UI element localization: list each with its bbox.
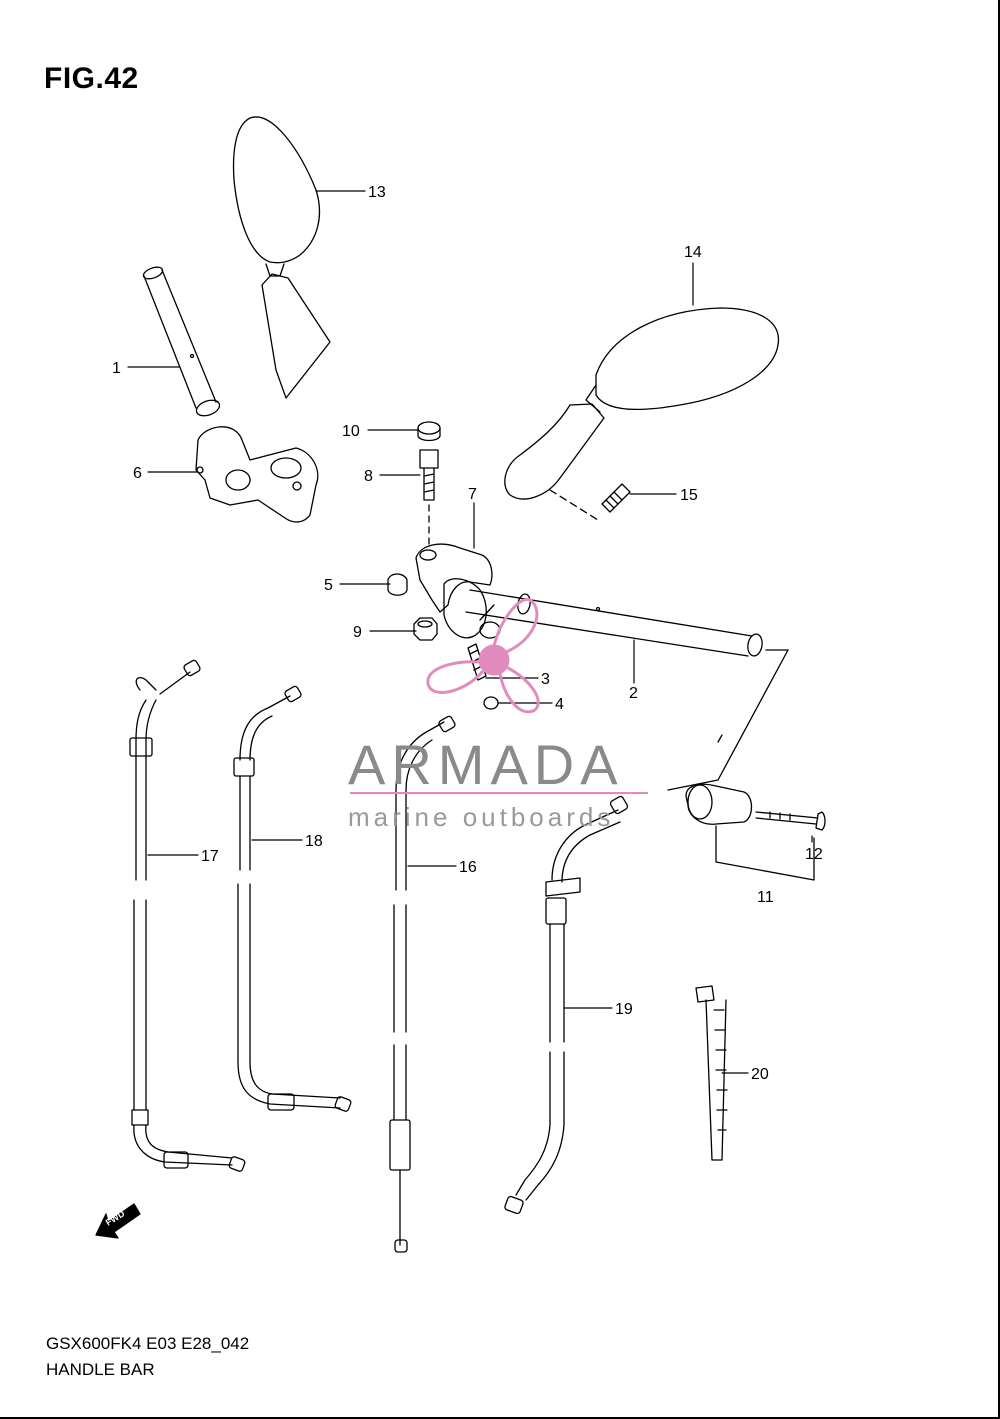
cap-part — [417, 421, 441, 442]
propeller-logo-icon — [426, 597, 540, 714]
cable-19-part — [504, 795, 629, 1215]
callout-19: 19 — [615, 1001, 633, 1018]
diagram-code: GSX600FK4 E03 E28_042 — [46, 1334, 250, 1353]
callout-8: 8 — [364, 468, 373, 485]
callout-4: 4 — [555, 696, 564, 713]
watermark-brand: ARMADA — [348, 733, 624, 796]
nut-cap-part — [387, 573, 408, 596]
bolt-part — [419, 449, 439, 546]
watermark-tagline: marine outboards — [348, 802, 614, 832]
callout-7: 7 — [468, 486, 477, 503]
watermark: ARMADA marine outboards — [348, 597, 648, 832]
clamp-band-part — [695, 985, 728, 1161]
forward-direction-arrow: FWD — [95, 1203, 141, 1239]
callout-13: 13 — [368, 184, 386, 201]
diagram-name: HANDLE BAR — [46, 1360, 155, 1379]
callout-2: 2 — [629, 685, 638, 702]
callout-11: 11 — [757, 889, 774, 906]
callout-9: 9 — [353, 624, 362, 641]
screw-part — [601, 483, 631, 513]
left-handlebar-pipe-part — [142, 266, 221, 417]
callout-3: 3 — [541, 671, 550, 688]
callout-5: 5 — [324, 577, 333, 594]
mirror-right-part — [504, 307, 780, 521]
mirror-left-part — [232, 116, 331, 399]
callout-16: 16 — [459, 859, 477, 876]
cable-16-part — [389, 715, 456, 1253]
callout-12: 12 — [805, 846, 823, 863]
bar-end-weight-part — [667, 649, 826, 881]
right-handlebar-pipe-part — [465, 589, 763, 657]
callout-6: 6 — [133, 465, 142, 482]
cable-17-part — [129, 659, 246, 1172]
callout-18: 18 — [305, 833, 323, 850]
washer-part — [483, 696, 499, 710]
callout-20: 20 — [751, 1066, 769, 1083]
callout-15: 15 — [680, 487, 698, 504]
leader-lines — [127, 190, 813, 1074]
callout-10: 10 — [342, 423, 360, 440]
callout-labels: 1 2 3 4 5 6 7 8 9 10 11 12 13 14 15 16 1… — [112, 184, 823, 1083]
right-clamp-part — [415, 543, 501, 639]
figure-title: FIG.42 — [44, 62, 139, 95]
callout-17: 17 — [201, 848, 219, 865]
left-clamp-part — [195, 426, 319, 523]
callout-1: 1 — [112, 360, 121, 377]
cable-18-part — [233, 685, 352, 1112]
nut-part — [413, 617, 438, 641]
callout-14: 14 — [684, 244, 702, 261]
